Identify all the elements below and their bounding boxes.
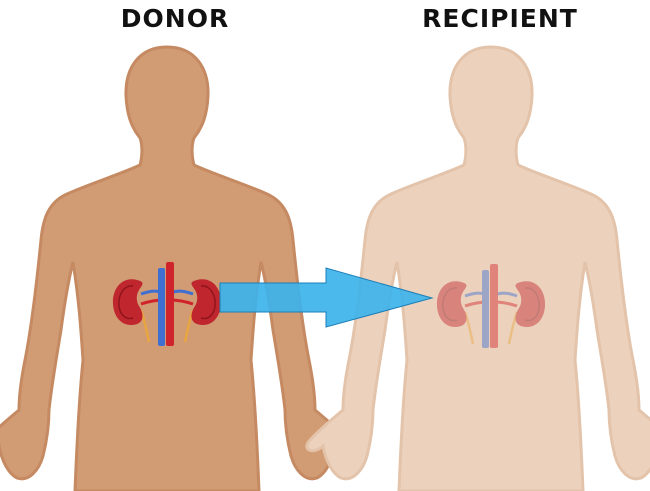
donor-label: DONOR	[120, 4, 230, 33]
donor-body	[0, 45, 353, 491]
transfer-arrow	[219, 267, 434, 328]
recipient-label: RECIPIENT	[422, 4, 578, 33]
recipient-body	[305, 45, 650, 491]
